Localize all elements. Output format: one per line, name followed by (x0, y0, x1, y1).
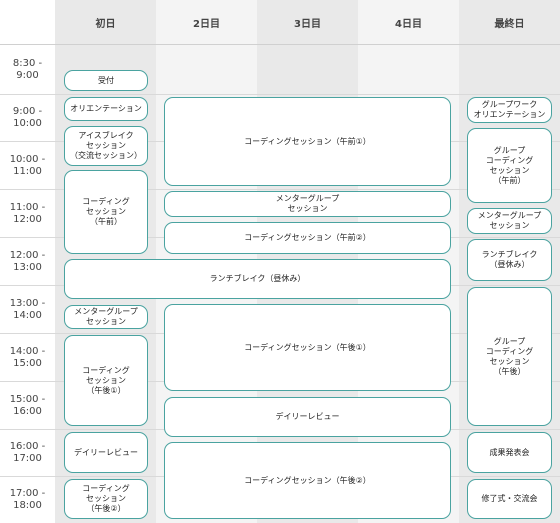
event-coding-session-pm2[interactable]: コーディング セッション （午後②） (64, 479, 148, 519)
event-mentor-group-session[interactable]: メンターグループ セッション (64, 305, 148, 329)
event-mentor-group-session[interactable]: メンターグループ セッション (164, 191, 451, 217)
time-label: 12:00 - 13:00 (9, 249, 46, 273)
day-header-1: 初日 (95, 18, 116, 30)
row-divider (0, 189, 560, 190)
time-label: 8:30 - 9:00 (12, 57, 43, 81)
time-label: 10:00 - 11:00 (9, 153, 46, 177)
event-coding-session-pm1[interactable]: コーディング セッション （午後①） (64, 335, 148, 426)
event-closing-ceremony[interactable]: 修了式・交流会 (467, 479, 552, 519)
time-label: 11:00 - 12:00 (9, 201, 46, 225)
event-coding-session-am2[interactable]: コーディングセッション（午前②） (164, 222, 451, 254)
event-coding-session-am[interactable]: コーディング セッション （午前） (64, 170, 148, 254)
time-label: 14:00 - 15:00 (9, 345, 46, 369)
event-coding-session-am1[interactable]: コーディングセッション（午前①） (164, 97, 451, 186)
day-header-2: 2日目 (193, 18, 220, 30)
event-daily-review[interactable]: デイリーレビュー (164, 397, 451, 437)
event-lunch-break[interactable]: ランチブレイク （昼休み） (467, 239, 552, 281)
event-coding-session-pm2[interactable]: コーディングセッション（午後②） (164, 442, 451, 519)
event-presentation[interactable]: 成果発表会 (467, 432, 552, 473)
event-coding-session-pm1[interactable]: コーディングセッション（午後①） (164, 304, 451, 391)
event-lunch-break[interactable]: ランチブレイク（昼休み） (64, 259, 451, 299)
event-icebreak-session[interactable]: アイスブレイク セッション （交流セッション） (64, 126, 148, 166)
time-label: 13:00 - 14:00 (9, 297, 46, 321)
time-label: 9:00 - 10:00 (12, 106, 43, 129)
event-orientation[interactable]: オリエンテーション (64, 97, 148, 121)
day-header-3: 3日目 (294, 18, 321, 30)
time-label: 17:00 - 18:00 (9, 488, 46, 511)
day-header-4: 4日目 (395, 18, 422, 30)
header-divider (0, 44, 560, 45)
time-label: 16:00 - 17:00 (9, 441, 46, 464)
event-daily-review[interactable]: デイリーレビュー (64, 432, 148, 473)
day-header-5: 最終日 (494, 18, 525, 30)
event-group-coding-session-pm[interactable]: グループ コーディング セッション （午後） (467, 287, 552, 426)
event-group-work-orientation[interactable]: グループワーク オリエンテーション (467, 97, 552, 123)
time-label: 15:00 - 16:00 (9, 393, 46, 417)
event-mentor-group-session[interactable]: メンターグループ セッション (467, 208, 552, 234)
row-divider (0, 94, 560, 95)
event-group-coding-session-am[interactable]: グループ コーディング セッション （午前） (467, 128, 552, 203)
event-reception[interactable]: 受付 (64, 70, 148, 91)
